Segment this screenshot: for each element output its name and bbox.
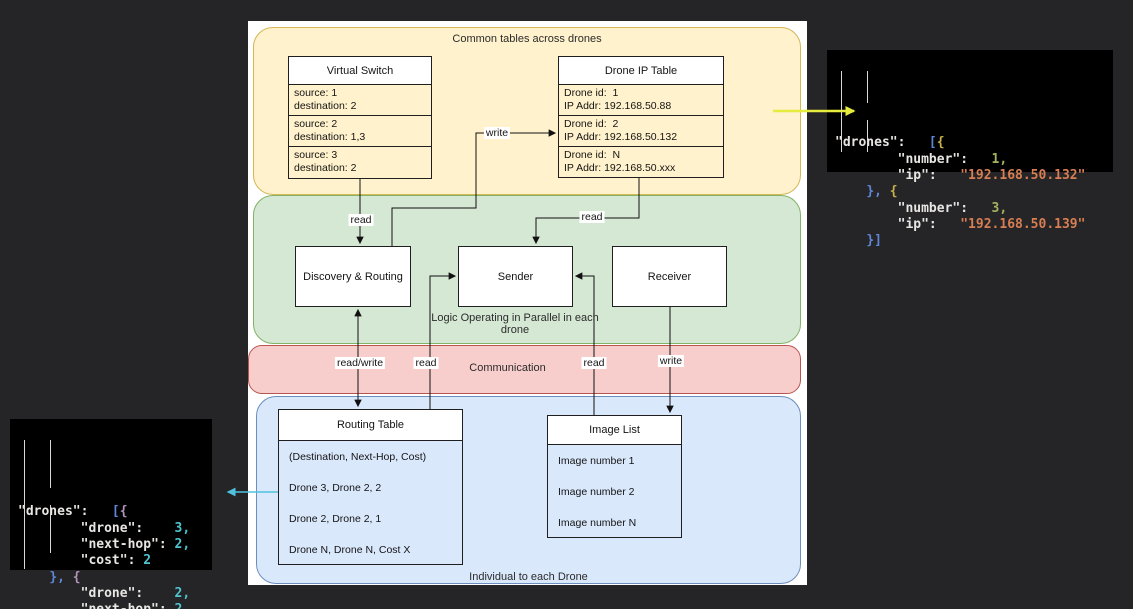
indent-guide — [867, 71, 868, 103]
code-line: "ip": "192.168.50.139" — [835, 216, 1086, 232]
code-line: }, { — [49, 569, 81, 585]
sender-box: Sender — [458, 246, 573, 307]
code-snippet-routing-json: "drones": [{ "drone": 3, "next-hop": 2, … — [10, 419, 212, 609]
zone-communication — [248, 345, 801, 394]
code-line: "ip": "192.168.50.132" — [835, 168, 1086, 184]
table-row: Drone id: 2 IP Addr: 192.168.50.132 — [559, 116, 723, 147]
discovery-routing-box: Discovery & Routing — [295, 246, 411, 307]
table-line: Drone N, Drone N, Cost X — [289, 544, 411, 556]
routing-table-title: Routing Table — [279, 410, 462, 441]
code-line: "drone": 3, — [18, 520, 191, 536]
zone-individual-label: Individual to each Drone — [469, 571, 588, 583]
indent-guide — [50, 440, 51, 488]
table-row: source: 3 destination: 2 — [294, 149, 357, 174]
drone-ip-table: Drone IP Table Drone id: 1 IP Addr: 192.… — [558, 56, 724, 178]
code-snippet-drones-json: "drones": [{ "number": 1, "ip": "192.168… — [827, 50, 1113, 248]
table-line: Drone 2, Drone 2, 1 — [289, 513, 382, 525]
receiver-box: Receiver — [612, 246, 727, 307]
zone-common-label: Common tables across drones — [452, 33, 602, 45]
indent-guide — [841, 71, 842, 152]
table-row: source: 1 destination: 2 — [289, 85, 431, 116]
edge-label-write: write — [657, 355, 685, 367]
image-list-title: Image List — [548, 416, 681, 445]
code-line: "next-hop": 2, — [18, 537, 191, 553]
code-line: "cost": 2 — [18, 553, 152, 569]
edge-label-read: read — [581, 357, 607, 369]
code-line: "next-hop": 2, — [18, 602, 212, 609]
edge-label-write: write — [483, 127, 511, 139]
table-line: Image number 2 — [558, 486, 635, 498]
table-line: Image number 1 — [558, 455, 635, 467]
edge-label-read: read — [413, 357, 439, 369]
table-line: (Destination, Next-Hop, Cost) — [289, 451, 427, 463]
code-line: "drone": 2, — [18, 585, 191, 601]
drone-ip-table-title: Drone IP Table — [559, 57, 723, 85]
edge-label-read: read — [579, 211, 605, 223]
code-line: "drones": [{ — [835, 135, 945, 151]
table-line: Drone 3, Drone 2, 2 — [289, 482, 382, 494]
edge-label-read: read — [348, 214, 374, 226]
table-row: source: 2 destination: 1,3 — [289, 116, 431, 147]
code-line: "number": 1, — [835, 151, 1008, 167]
zone-logic-label: Logic Operating in Parallel in each dron… — [431, 312, 599, 336]
code-line: }] — [866, 233, 882, 249]
code-line: "number": 3, — [835, 200, 1008, 216]
routing-table: Routing Table (Destination, Next-Hop, Co… — [278, 409, 463, 565]
image-list: Image List Image number 1 Image number 2 I… — [547, 415, 682, 538]
indent-guide — [24, 440, 25, 569]
edge-label-read-write: read/write — [334, 357, 386, 369]
code-line: "drones": [{ — [18, 504, 128, 520]
table-row: Drone id: N IP Addr: 192.168.50.xxx — [564, 149, 676, 174]
indent-guide — [867, 120, 868, 152]
zone-communication-label: Communication — [469, 362, 546, 374]
table-row: Drone id: 1 IP Addr: 192.168.50.88 — [559, 85, 723, 116]
table-line: Image number N — [558, 517, 637, 529]
indent-guide — [50, 505, 51, 553]
virtual-switch-title: Virtual Switch — [289, 57, 431, 85]
code-line: }, { — [866, 184, 898, 200]
